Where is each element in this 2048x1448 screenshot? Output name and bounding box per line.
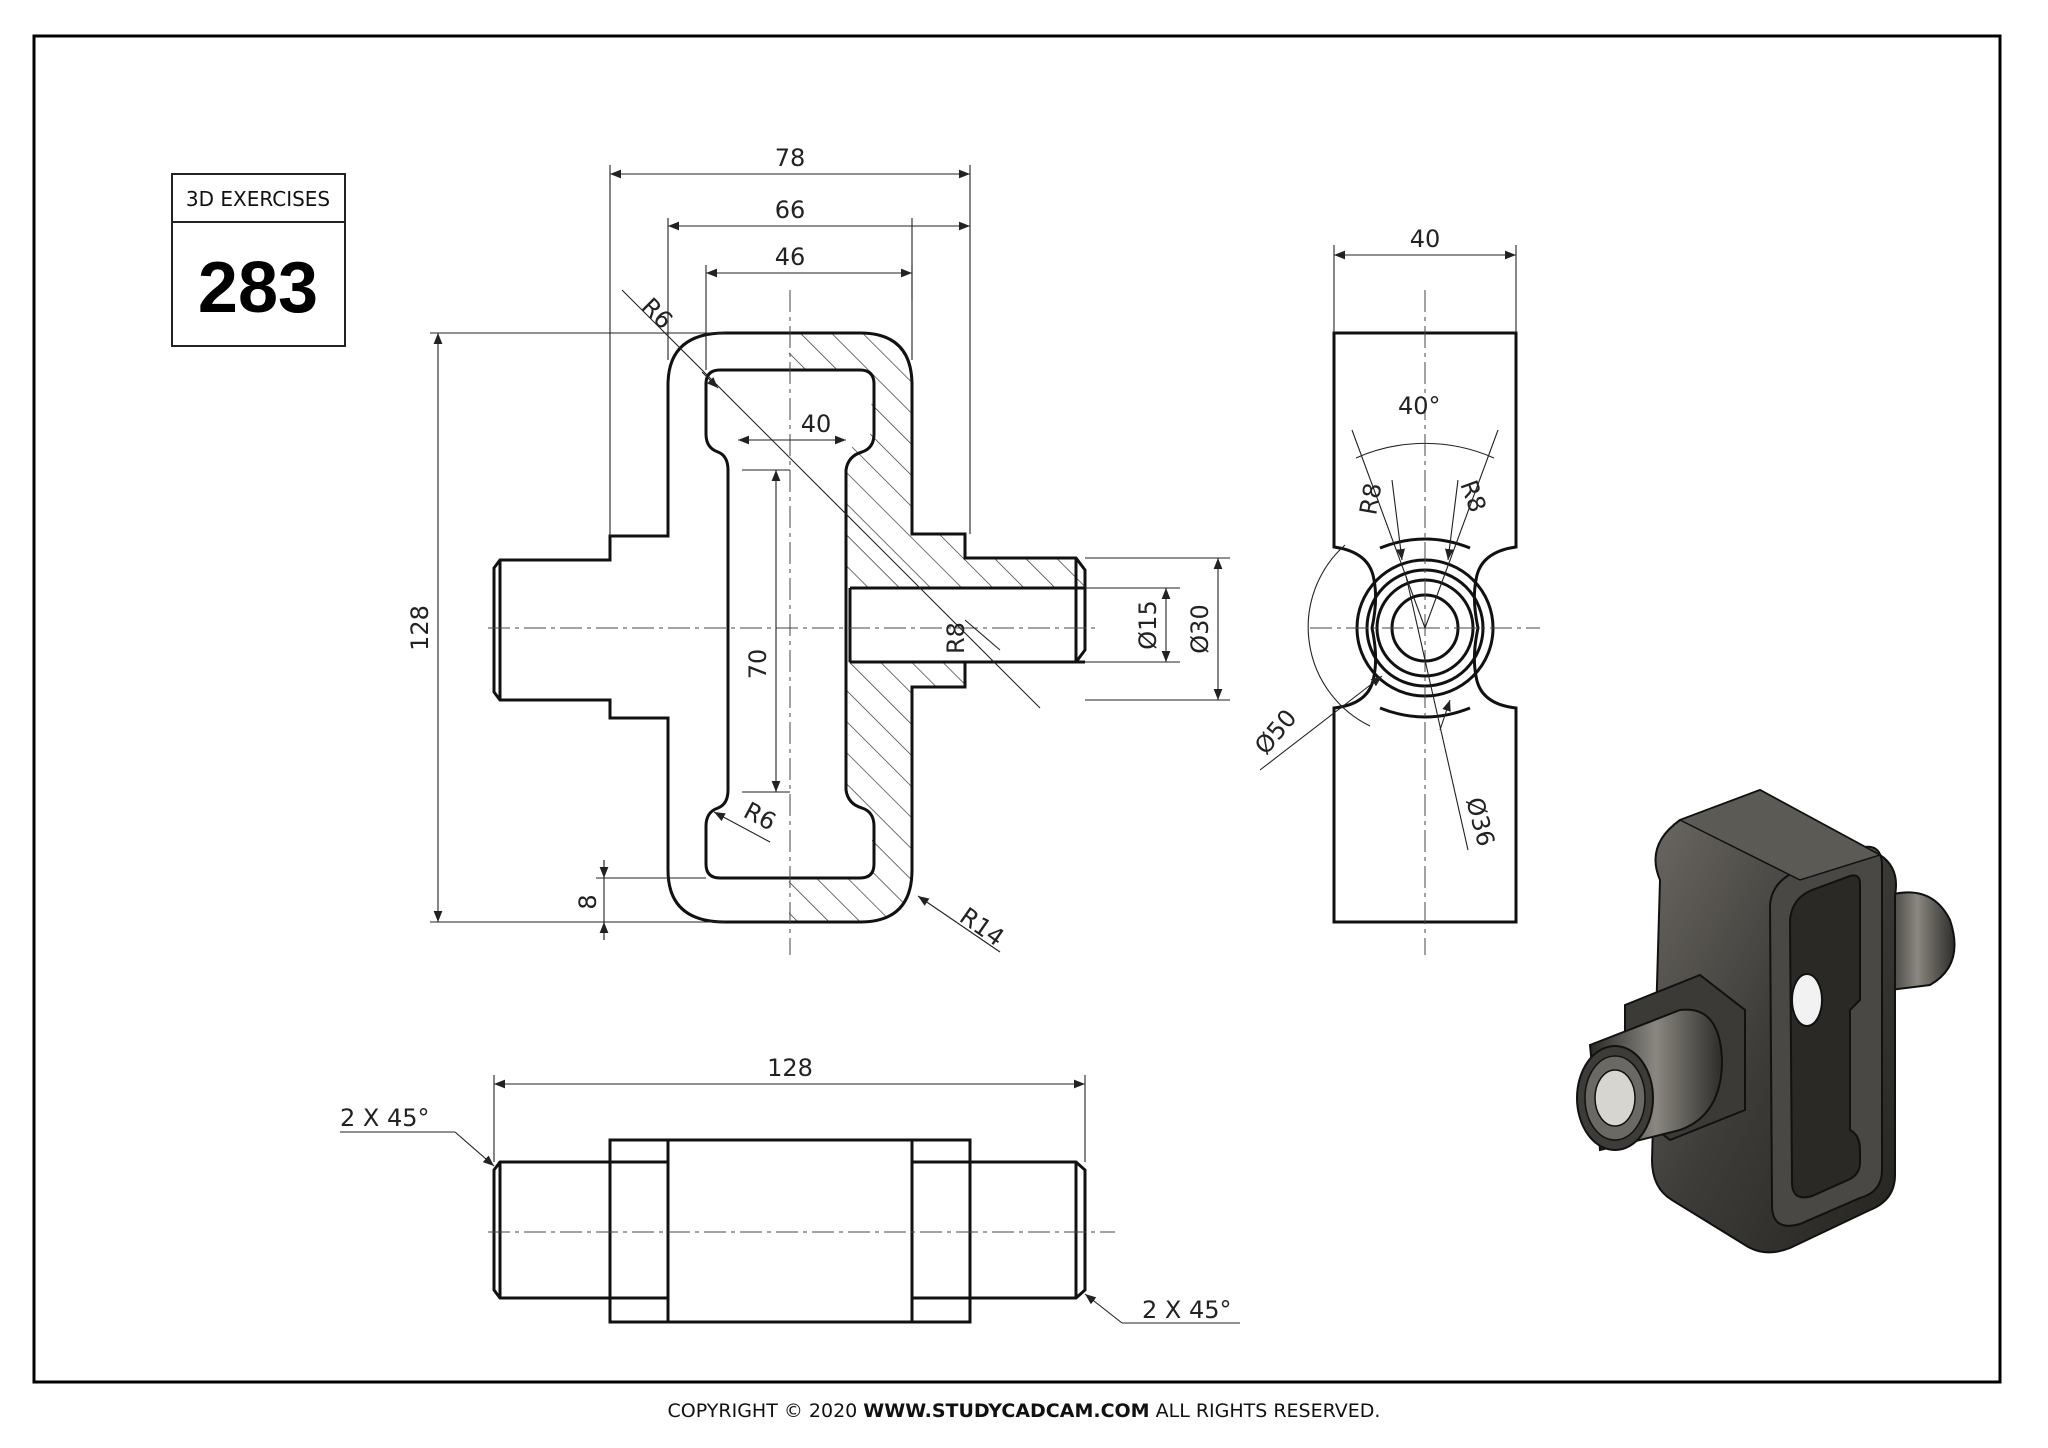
copyright-suffix: ALL RIGHTS RESERVED. [1149, 1400, 1381, 1422]
dim-chamfer-left: 2 X 45° [340, 1104, 430, 1132]
front-section-view: 78 66 46 R6 40 128 70 R6 8 R14 R8 Ø15 Ø3… [406, 144, 1230, 955]
dim-chamfer-right: 2 X 45° [1142, 1296, 1232, 1324]
top-left-boss [492, 1160, 610, 1300]
copyright-prefix: COPYRIGHT © 2020 [667, 1400, 864, 1422]
front-outline [492, 331, 1087, 924]
exercise-badge: 3D EXERCISES 283 [171, 173, 346, 347]
dim-r8-front: R8 [942, 622, 970, 654]
badge-number: 283 [198, 248, 318, 328]
sheet-frame [32, 34, 2002, 1384]
dim-r6-top: R6 [636, 292, 678, 334]
dim-128-height: 128 [406, 605, 434, 651]
copyright-site[interactable]: WWW.STUDYCADCAM.COM [863, 1400, 1150, 1422]
dim-r6-bottom: R6 [739, 797, 780, 837]
dim-d30: Ø30 [1186, 604, 1214, 653]
dim-40-front: 40 [801, 410, 832, 438]
side-view: 40 40° R8 R8 Ø50 Ø36 [1249, 225, 1540, 955]
dim-d15: Ø15 [1134, 600, 1162, 649]
dim-78: 78 [775, 144, 806, 172]
dim-66: 66 [775, 196, 806, 224]
dim-d50: Ø50 [1249, 704, 1302, 760]
top-view: 128 2 X 45° 2 X 45° [340, 1054, 1240, 1324]
dim-70: 70 [744, 649, 772, 680]
dim-128-length: 128 [767, 1054, 813, 1082]
dim-40-side: 40 [1410, 225, 1441, 253]
top-right-boss [970, 1160, 1087, 1300]
dim-r8-right: R8 [1454, 476, 1491, 516]
front-cavity [704, 368, 876, 880]
dim-r14: R14 [955, 902, 1010, 952]
dim-angle-40: 40° [1398, 392, 1441, 420]
badge-title: 3D EXERCISES [186, 187, 330, 211]
side-outline [1332, 331, 1518, 924]
dim-46: 46 [775, 243, 806, 271]
dim-r8-left: R8 [1354, 481, 1387, 517]
copyright-notice: COPYRIGHT © 2020 WWW.STUDYCADCAM.COM ALL… [0, 1400, 2048, 1422]
dim-8: 8 [574, 894, 602, 909]
isometric-render [1576, 788, 1956, 1254]
